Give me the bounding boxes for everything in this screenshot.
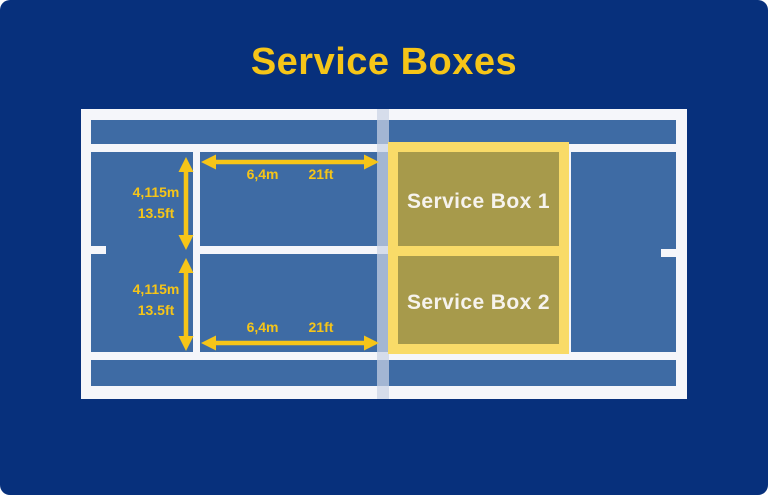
width-metric-value: 6,4m [246,319,279,335]
service-box-2: Service Box 2 [398,256,559,344]
length-metric-value: 4,115m [132,281,180,297]
length-imperial-value: 13.5ft [137,205,175,221]
length-imperial-value: 13.5ft [137,302,175,318]
length-dimension-arrow-top [178,157,194,250]
width-dimension-arrow-top [201,154,379,170]
service-box-2-label: Service Box 2 [407,291,550,314]
length-dimension-arrow-bottom [178,258,194,351]
baseline-center-mark-right [661,249,676,257]
backcourt-left [91,152,193,352]
tennis-court-diagram: Service Box 1 Service Box 2 [81,109,687,399]
service-boxes-highlight: Service Box 1 Service Box 2 [388,142,569,354]
width-metric-value: 6,4m [246,166,279,182]
width-dimension-label-bottom: 6,4m 21ft [201,320,379,335]
length-dimension-label-top: 4,115m 13.5ft [106,184,206,221]
page-title: Service Boxes [250,41,518,83]
service-area-left-bottom [200,254,377,352]
service-area-left-top [200,152,377,246]
baseline-center-mark-left [91,246,106,254]
net-line-band [377,109,389,399]
length-dimension-label-bottom: 4,115m 13.5ft [106,281,206,318]
service-box-1-label: Service Box 1 [407,190,550,213]
width-dimension-arrow-bottom [201,335,379,351]
length-metric-value: 4,115m [132,184,180,200]
width-imperial-value: 21ft [308,166,334,182]
backcourt-right [571,152,676,352]
width-dimension-label-top: 6,4m 21ft [201,167,379,182]
width-imperial-value: 21ft [308,319,334,335]
service-box-1: Service Box 1 [398,152,559,246]
